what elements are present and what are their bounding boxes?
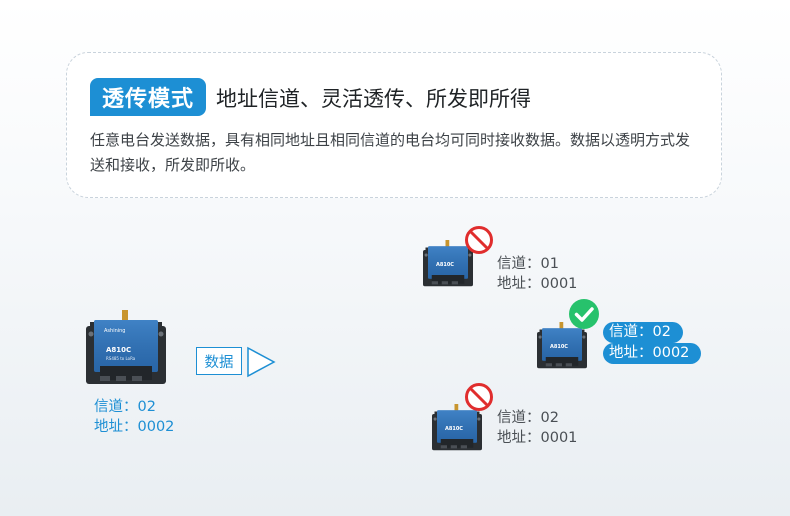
sender-channel: 信道：02 — [94, 399, 156, 415]
receiver-2-channel: 信道：02 — [603, 322, 683, 343]
receiver-device-1: A810C — [423, 238, 473, 292]
device-model: A810C — [445, 426, 463, 432]
prohibited-icon — [465, 226, 493, 254]
device-model: A810C — [550, 344, 568, 350]
check-icon — [569, 299, 599, 329]
device-sub: RS485 to LoRa — [106, 356, 136, 361]
receiver-3-address: 地址：0001 — [497, 430, 578, 446]
page-title: 地址信道、灵活透传、所发即所得 — [216, 87, 531, 111]
device-model: A810C — [106, 346, 132, 354]
receiver-1-channel: 信道：01 — [497, 256, 559, 272]
mode-badge: 透传模式 — [90, 78, 206, 116]
sender-address: 地址：0002 — [94, 419, 175, 435]
receiver-3-channel: 信道：02 — [497, 410, 559, 426]
send-arrow-icon — [247, 346, 276, 378]
data-label: 数据 — [196, 347, 242, 375]
receiver-device-3: A810C — [432, 402, 482, 456]
sender-device: Ashining A810C RS485 to LoRa — [86, 308, 166, 392]
description-text: 任意电台发送数据，具有相同地址且相同信道的电台均可同时接收数据。数据以透明方式发… — [90, 131, 691, 174]
device-brand: Ashining — [104, 328, 126, 334]
prohibited-icon — [465, 383, 493, 411]
info-card — [66, 52, 722, 198]
receiver-1-address: 地址：0001 — [497, 276, 578, 292]
receiver-device-2: A810C — [537, 320, 587, 374]
receiver-2-address: 地址：0002 — [603, 343, 702, 364]
device-model: A810C — [436, 262, 454, 268]
